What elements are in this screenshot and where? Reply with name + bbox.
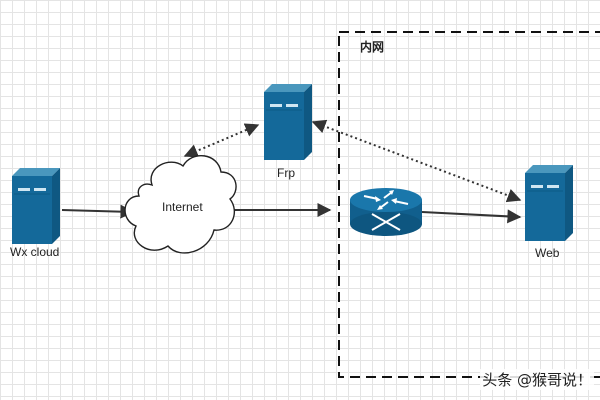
cloud-icon: [124, 155, 237, 254]
wx-cloud-label: Wx cloud: [10, 245, 60, 259]
internet-label: Internet: [162, 200, 203, 214]
connector-frp-web: [311, 119, 522, 203]
intranet-zone: [338, 31, 600, 378]
server-icon: [524, 164, 574, 242]
server-icon: [11, 167, 61, 245]
watermark: 头条 @猴哥说！: [480, 369, 594, 390]
server-icon: [263, 83, 313, 161]
frp-label: Frp: [277, 166, 295, 180]
connector-internet-frp: [183, 123, 260, 158]
web-label: Web: [535, 246, 560, 260]
intranet-zone-label: 内网: [360, 40, 385, 54]
router-icon: [350, 188, 422, 236]
connector-router-web: [421, 209, 522, 224]
connector-wx-internet: [61, 204, 135, 219]
